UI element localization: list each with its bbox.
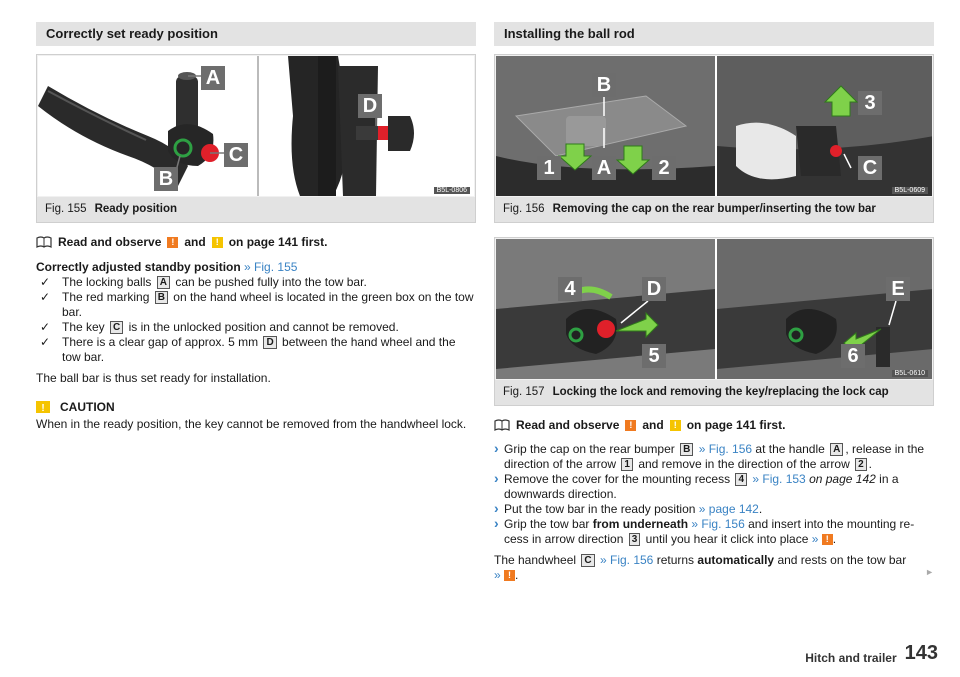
continue-arrow-icon: ► [925,567,934,577]
standby-checklist: The locking balls A can be pushed fully … [36,275,476,365]
figure-155: A B C D B5L-0806 Fig. 155 Ready position [36,54,476,223]
caution-title: CAUTION [60,400,115,414]
label-tag: C [581,554,595,568]
read-and: and [642,418,664,432]
lock-cap-photo [496,239,932,379]
check-item: There is a clear gap of approx. 5 mm D b… [36,335,476,365]
page-number: 143 [904,642,938,664]
fig-link[interactable]: » Fig. 156 [691,517,745,531]
label-tag: B [680,443,694,457]
label-tag: B [154,291,168,305]
figure-157-caption: Fig. 157 Locking the lock and removing th… [495,380,933,405]
label-d: D [642,277,666,301]
figure-number: Fig. 156 [503,203,545,215]
page-footer: Hitch and trailer 143 [805,642,938,665]
read-and-observe: Read and observe ! and ! on page 141 fir… [36,235,476,249]
warning-link[interactable]: » [811,532,819,546]
chapter-title: Hitch and trailer [805,651,897,665]
label-a: A [592,156,616,180]
step-item: Put the tow bar in the ready position » … [494,501,934,517]
read-prefix: Read and observe [58,235,162,249]
step-item: Grip the tow bar from underneath » Fig. … [494,516,934,547]
handwheel-paragraph: The handwheel C » Fig. 156 returns autom… [494,553,907,582]
label-b: B [154,167,178,191]
figure-caption-text: Removing the cap on the rear bumper/inse… [552,203,876,215]
note-icon: ! [211,236,223,248]
caution-heading: ! CAUTION [36,400,476,414]
label-tag: C [110,321,124,335]
warning-icon: ! [625,419,637,431]
label-d: D [358,94,382,118]
label-tag: A [830,443,844,457]
standby-fig-link[interactable]: » Fig. 155 [244,260,298,274]
read-suffix: on page 141 first. [686,418,786,432]
section-title-ready-position: Correctly set ready position [36,22,476,46]
label-tag: 1 [621,458,633,472]
fig-link[interactable]: » Fig. 153 [752,472,806,486]
book-icon [494,419,510,431]
ready-position-illustration [38,56,474,196]
read-suffix: on page 141 first. [228,235,328,249]
figure-number: Fig. 157 [503,386,545,398]
read-and-observe: Read and observe ! and ! on page 141 fir… [494,418,934,432]
step-item: Remove the cover for the mounting recess… [494,471,934,502]
figure-156: B 1 A 2 3 C B5L-0609 Fig. 156 Removing th… [494,54,934,223]
label-6: 6 [841,344,865,368]
caution-text: When in the ready position, the key cann… [36,417,467,431]
label-tag: 3 [628,533,641,547]
fig-link[interactable]: » Fig. 156 [599,553,654,567]
fig-link[interactable]: » Fig. 156 [698,442,753,456]
check-item: The locking balls A can be pushed fully … [36,275,476,290]
ready-summary: The ball bar is thus set ready for insta… [36,371,271,385]
warning-icon: ! [504,570,516,582]
page-link[interactable]: » page 142 [698,502,759,516]
label-a: A [201,66,225,90]
standby-heading-line: Correctly adjusted standby position » Fi… [36,260,476,275]
read-and: and [184,235,206,249]
left-column: Correctly set ready position [36,22,476,432]
label-3: 3 [858,91,882,115]
label-tag: 4 [735,473,748,487]
svg-text:!: ! [41,403,44,413]
figure-155-caption: Fig. 155 Ready position [37,197,475,222]
step-item: Grip the cap on the rear bumper B » Fig.… [494,441,934,472]
figure-code: B5L-0806 [433,187,470,194]
caution-icon: ! [36,401,50,413]
label-4: 4 [558,277,582,301]
label-tag: A [156,276,170,290]
read-prefix: Read and observe [516,418,620,432]
check-item: The key C is in the unlocked position an… [36,320,476,335]
figure-caption-text: Locking the lock and removing the key/re… [552,386,889,398]
warning-link[interactable]: » [494,568,501,582]
figure-155-image: A B C D B5L-0806 [38,56,474,196]
note-icon: ! [669,419,681,431]
figure-caption-text: Ready position [94,203,177,215]
figure-157: 4 D 5 E 6 B5L-0610 Fig. 157 Locking the l… [494,237,934,406]
right-column: Installing the ball rod B [494,22,934,583]
figure-157-image: 4 D 5 E 6 B5L-0610 [496,239,932,379]
standby-heading: Correctly adjusted standby position [36,260,241,274]
figure-code: B5L-0609 [891,187,928,194]
label-b: B [592,73,616,97]
figure-code: B5L-0610 [891,370,928,377]
label-tag: D [263,336,277,350]
label-c: C [858,156,882,180]
check-item: The red marking B on the hand wheel is l… [36,290,476,320]
section-title-installing: Installing the ball rod [494,22,934,46]
book-icon [36,236,52,248]
figure-number: Fig. 155 [45,203,87,215]
label-1: 1 [537,156,561,180]
label-tag: 2 [855,458,867,472]
warning-icon: ! [821,534,833,546]
label-2: 2 [652,156,676,180]
figure-156-image: B 1 A 2 3 C B5L-0609 [496,56,932,196]
figure-156-caption: Fig. 156 Removing the cap on the rear bum… [495,197,933,222]
warning-icon: ! [167,236,179,248]
installation-steps: Grip the cap on the rear bumper B » Fig.… [494,441,934,547]
label-e: E [886,277,910,301]
label-c: C [224,143,248,167]
label-5: 5 [642,344,666,368]
